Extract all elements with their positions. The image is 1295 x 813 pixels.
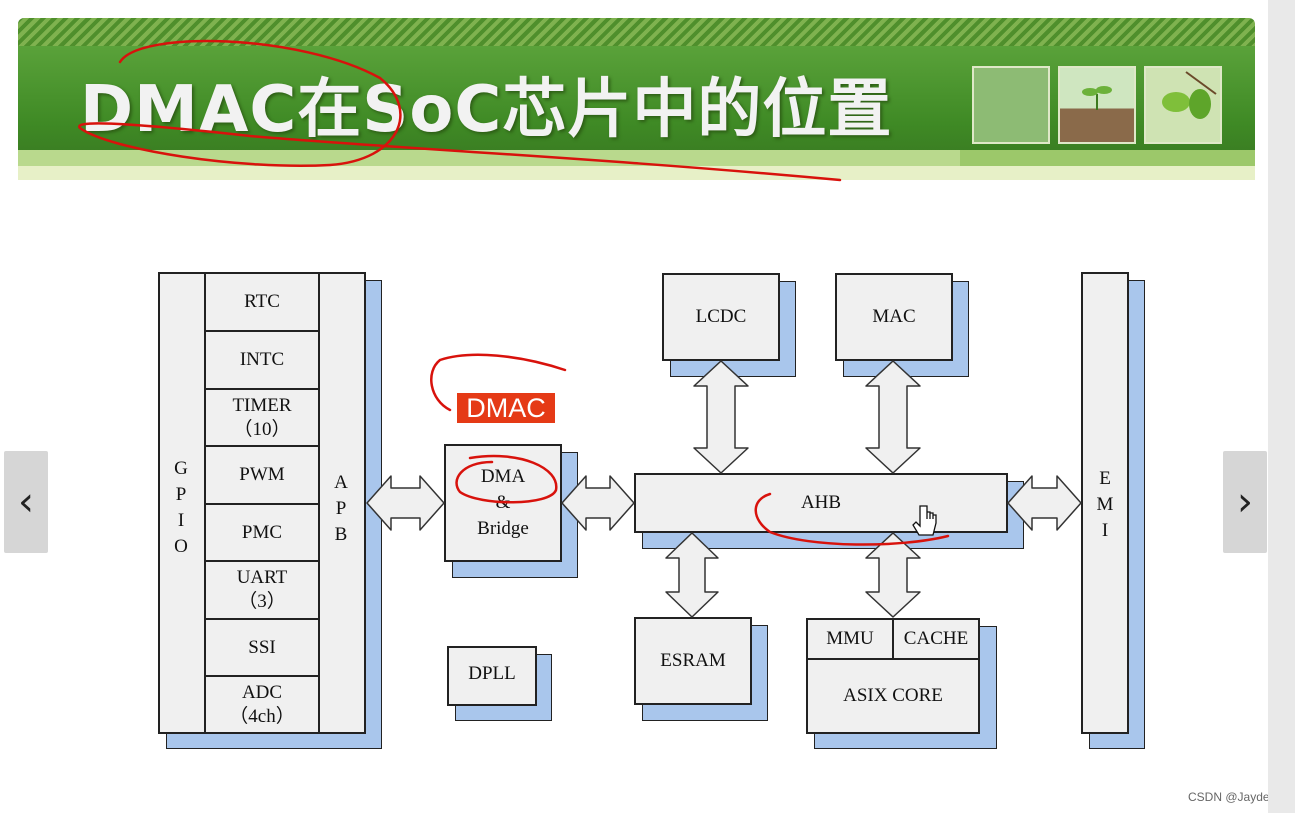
- dpll-block: [447, 646, 537, 706]
- header-thumbnail-leaves: [1144, 66, 1222, 144]
- gpio-label: G P I O: [174, 458, 188, 557]
- dma-ahb-arrow: [561, 475, 635, 531]
- dmac-bracket-annotation: [430, 353, 567, 412]
- ahb-core-arrow: [865, 532, 921, 618]
- ahb-label: AHB: [800, 492, 842, 513]
- peripheral-ssi: SSI: [206, 620, 318, 677]
- peripheral-uart: UART （3）: [206, 562, 318, 620]
- header-underline: [18, 150, 1255, 166]
- mmu-label: MMU: [826, 628, 874, 649]
- diagram-overlay: [78, 39, 1082, 618]
- mac-label: MAC: [872, 306, 916, 327]
- header-underline-light: [18, 166, 1255, 180]
- peripheral-pwm: PWM: [206, 447, 318, 505]
- sprout-icon: [1082, 86, 1112, 110]
- chevron-right-icon: ›: [1237, 479, 1253, 525]
- apb-peripheral-stack: RTC INTC TIMER （10） PWM PMC UART （3） SSI…: [204, 272, 320, 734]
- lcdc-block: [662, 273, 780, 361]
- watermark-text: CSDN @Jaydenn: [1188, 790, 1283, 804]
- esram-label: ESRAM: [660, 650, 726, 671]
- leaves-icon: [1162, 71, 1217, 119]
- ahb-bus: [634, 473, 1008, 533]
- dma-circle-annotation: [455, 454, 558, 504]
- mac-ahb-arrow: [865, 360, 921, 474]
- cache-label: CACHE: [903, 628, 969, 649]
- header-thumbnail-green: [972, 66, 1050, 144]
- cache-cell: [892, 618, 980, 660]
- esram-block: [634, 617, 752, 705]
- chevron-left-icon: ‹: [18, 479, 34, 525]
- apb-label: A P B: [334, 472, 348, 545]
- apb-dma-arrow: [366, 475, 445, 531]
- dmac-highlight-label: DMAC: [457, 393, 555, 423]
- slide-title: DMAC在SoC芯片中的位置: [80, 73, 893, 147]
- title-circle-annotation: [78, 39, 842, 182]
- core-label: ASIX CORE: [843, 685, 943, 706]
- emi-label: E M I: [1096, 468, 1114, 541]
- peripheral-rtc: RTC: [206, 274, 318, 332]
- lcdc-label: LCDC: [695, 306, 747, 327]
- hand-cursor-icon: [912, 505, 937, 536]
- peripheral-timer: TIMER （10）: [206, 390, 318, 447]
- mmu-cell: [806, 618, 894, 660]
- ahb-underline-annotation: [754, 492, 950, 546]
- prev-slide-button[interactable]: ‹: [4, 451, 48, 553]
- ahb-esram-arrow: [665, 532, 719, 618]
- header-underline-accent: [960, 150, 1255, 166]
- next-slide-button[interactable]: ›: [1223, 451, 1267, 553]
- peripheral-intc: INTC: [206, 332, 318, 390]
- mac-block: [835, 273, 953, 361]
- viewer-right-strip: [1268, 0, 1295, 813]
- lcdc-ahb-arrow: [693, 360, 749, 474]
- header-thumbnail-sprout: [1058, 66, 1136, 144]
- peripheral-pmc: PMC: [206, 505, 318, 562]
- emi-column: [1081, 272, 1129, 734]
- peripheral-adc: ADC （4ch）: [229, 681, 295, 727]
- ahb-emi-arrow: [1007, 475, 1082, 531]
- dpll-label: DPLL: [468, 663, 516, 684]
